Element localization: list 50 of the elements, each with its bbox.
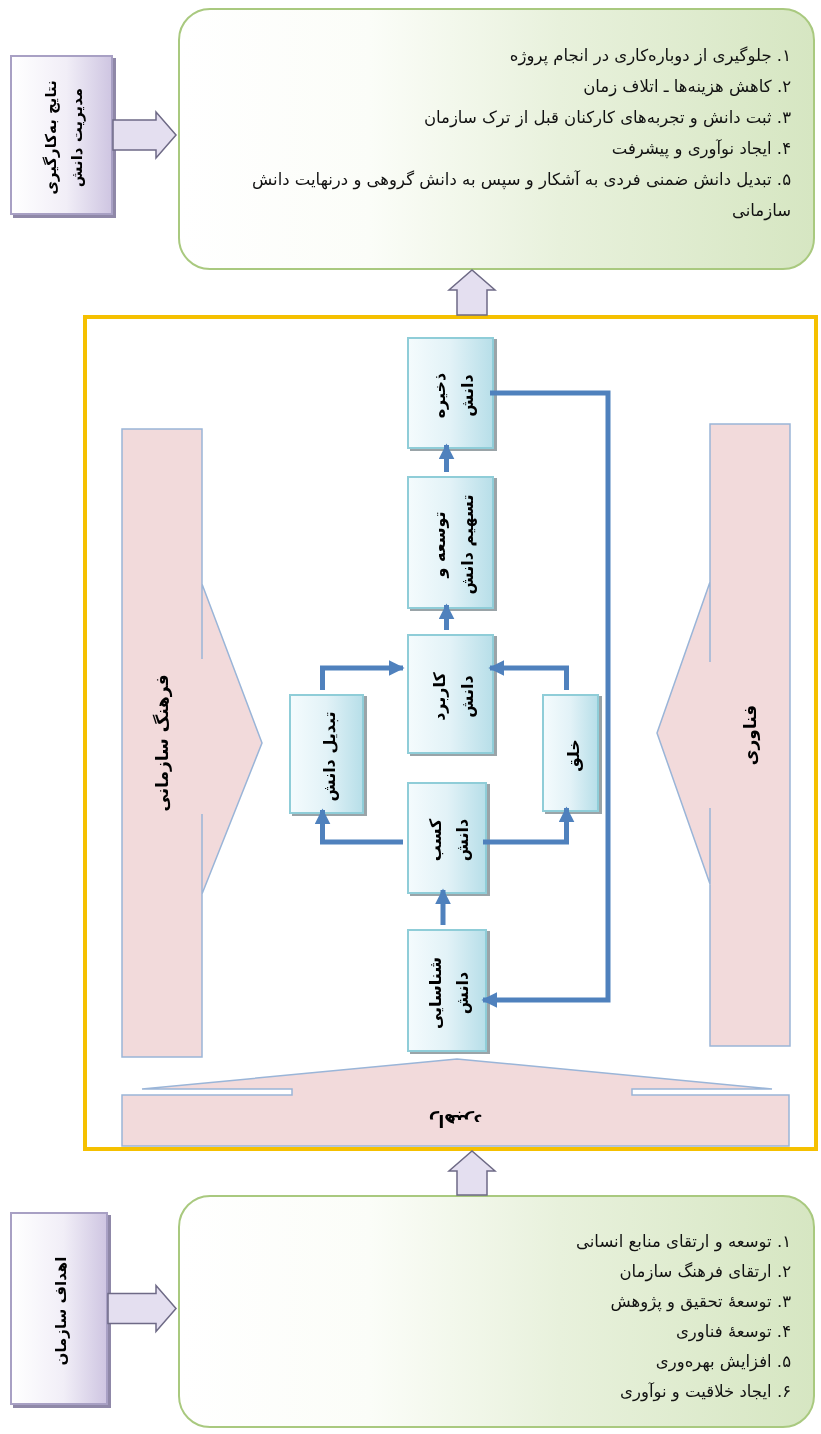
factor-band <box>122 429 262 1057</box>
list-item: ۲. ارتقای فرهنگ سازمان <box>618 1261 791 1284</box>
list-item: ۵. تبدیل دانش ضمنی فردی به آشکار و سپس به دانش گروهی و درنهایت دانش سازمانی <box>251 169 791 223</box>
arrow <box>435 888 451 925</box>
label-box <box>10 55 113 215</box>
node-label: فرهنگ سازمانی <box>150 673 173 814</box>
frame-border <box>83 315 818 1151</box>
factor-band <box>122 1057 789 1146</box>
node-label: راهبرد <box>427 1109 484 1133</box>
list-item: ۴. ایجاد نوآوری و پیشرفت <box>610 138 791 161</box>
list-panel <box>178 8 815 270</box>
arrow <box>320 660 405 690</box>
list-item: ۳. ثبت دانش و تجربه‌های کارکنان قبل از ترک سازمان <box>422 107 791 130</box>
node-label: ذخیره دانش <box>428 371 478 420</box>
block-arrow <box>447 1150 497 1196</box>
process-box <box>407 634 494 754</box>
block-arrow <box>112 110 177 160</box>
process-box <box>289 694 364 814</box>
block-arrow <box>447 269 497 316</box>
process-box <box>407 337 494 449</box>
arrow <box>314 808 403 845</box>
process-box <box>542 694 599 812</box>
arrow <box>488 660 569 690</box>
label-box <box>10 1212 108 1405</box>
arrow <box>481 390 611 1008</box>
list-item: ۳. توسعهٔ تحقیق و پژوهش <box>609 1291 791 1314</box>
list-item: ۶. ایجاد خلاقیت و نوآوری <box>619 1381 791 1404</box>
process-box <box>407 476 494 609</box>
process-box <box>407 782 487 894</box>
node-label: نتایج به‌کارگیری مدیریت دانش <box>40 78 87 197</box>
node-label: تبدیل دانش <box>317 710 340 803</box>
list-item: ۱. جلوگیری از دوباره‌کاری در انجام پروژه <box>508 45 791 68</box>
arrow <box>483 806 575 845</box>
node-label: کاربرد دانش <box>428 670 478 723</box>
node-label: کسب دانش <box>424 817 473 864</box>
node-label: خلق <box>561 737 584 774</box>
list-item: ۴. توسعهٔ فناوری <box>674 1321 791 1344</box>
node-label: شناسایی دانش <box>424 955 473 1031</box>
arrow <box>438 443 455 472</box>
list-item: ۲. کاهش هزینه‌ها ـ اتلاف زمان <box>582 76 791 99</box>
process-box <box>407 929 487 1052</box>
node-label: اهداف سازمان <box>50 1255 71 1367</box>
list-item: ۵. افزایش بهره‌وری <box>654 1351 791 1374</box>
node-label: فناوری <box>738 703 761 768</box>
list-panel <box>178 1195 815 1428</box>
factor-band <box>657 424 790 1046</box>
node-label: توسعه و تسهیم دانش <box>428 493 478 597</box>
arrow <box>438 603 455 630</box>
block-arrow <box>107 1283 177 1334</box>
list-item: ۱. توسعه و ارتقای منابع انسانی <box>575 1231 791 1254</box>
